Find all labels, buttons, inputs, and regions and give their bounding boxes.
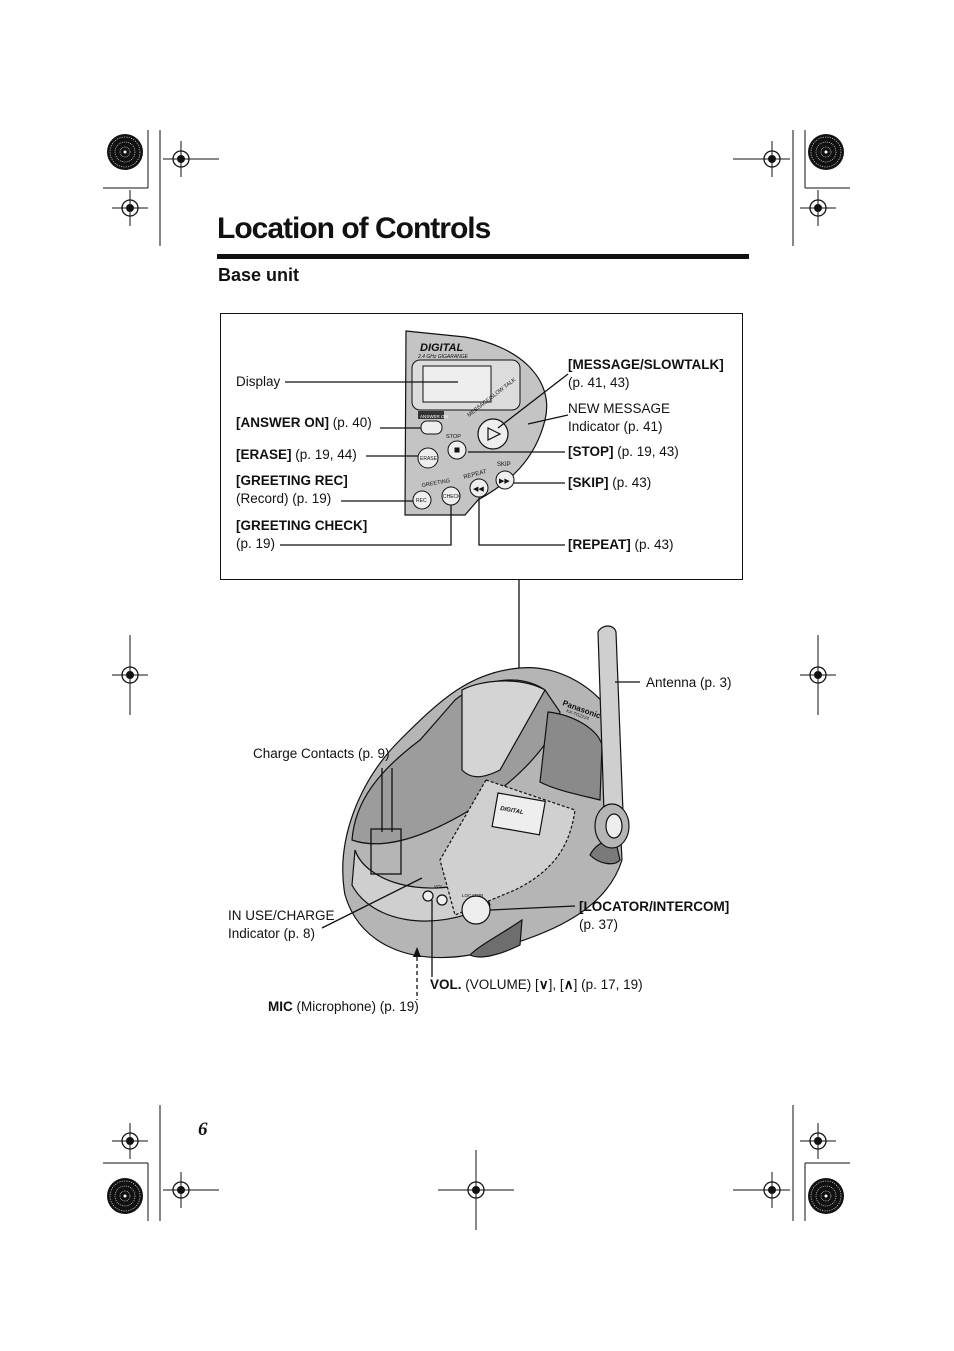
svg-text:VOL: VOL (434, 884, 444, 889)
locator-intercom-button (461, 895, 491, 925)
base-display (491, 792, 546, 836)
display-label: Display (236, 374, 281, 389)
control-panel-closeup: DIGITAL 2.4 GHz GIGARANGE ANSWER ON STOP… (404, 330, 548, 516)
answer-on-button (420, 420, 443, 435)
skip-label: [SKIP] (p. 43) (568, 475, 652, 490)
locator-intercom-label: [LOCATOR/INTERCOM](p. 37) (579, 899, 730, 932)
crop-mark-icon (103, 130, 161, 246)
svg-text:REC: REC (416, 498, 427, 504)
antenna-label: Antenna (p. 3) (646, 675, 732, 690)
repeat-icon: ◀◀ (473, 485, 484, 493)
answer-on-label: [ANSWER ON] (p. 40) (236, 415, 372, 430)
svg-text:DIGITAL: DIGITAL (500, 806, 525, 816)
greeting-check-label: [GREETING CHECK](p. 19) (236, 518, 368, 551)
greeting-rec-button (412, 490, 432, 510)
repeat-label: [REPEAT] (p. 43) (568, 537, 674, 552)
svg-text:SKIP: SKIP (497, 462, 511, 468)
message-slowtalk-label: [MESSAGE/SLOWTALK](p. 41, 43) (568, 357, 724, 390)
stop-label: [STOP] (p. 19, 43) (568, 444, 679, 459)
control-panel-frame (220, 313, 743, 580)
antenna (594, 625, 630, 849)
digital-logo: DIGITAL (420, 342, 463, 354)
svg-text:STOP: STOP (446, 434, 461, 440)
greeting-rec-label: [GREETING REC](Record) (p. 19) (236, 473, 348, 506)
charge-contacts (370, 828, 402, 875)
play-icon (487, 427, 502, 441)
svg-text:CHECK: CHECK (443, 494, 461, 500)
svg-text:2.4 GHz GIGARANGE: 2.4 GHz GIGARANGE (417, 354, 469, 360)
page-title: Location of Controls (217, 212, 491, 245)
section-subtitle: Base unit (218, 265, 300, 285)
erase-label: [ERASE] (p. 19, 44) (236, 447, 357, 462)
skip-button (495, 470, 515, 490)
svg-text:ANSWER ON: ANSWER ON (420, 414, 448, 419)
svg-text:LOCATOR: LOCATOR (462, 893, 484, 898)
erase-button (417, 447, 439, 469)
page-number: 6 (198, 1119, 208, 1140)
stop-icon (454, 447, 460, 453)
mic-label: MIC (Microphone) (p. 19) (268, 999, 419, 1014)
base-unit (342, 667, 623, 959)
crop-mark-icon (103, 1105, 161, 1221)
answer-on-key (418, 411, 444, 419)
svg-text:ERASE: ERASE (420, 456, 438, 462)
svg-text:REPEAT: REPEAT (463, 469, 488, 481)
crop-mark-icon (792, 130, 850, 246)
title-rule (217, 254, 749, 259)
speaker-grille (539, 711, 603, 801)
crop-mark-icon (792, 1105, 850, 1221)
skip-icon: ▶▶ (499, 477, 510, 485)
charge-contacts-label: Charge Contacts (p. 9) (253, 746, 390, 761)
svg-text:GREETING: GREETING (421, 478, 450, 489)
volume-label: VOL. (VOLUME) [∨], [∧] (p. 17, 19) (430, 977, 643, 992)
